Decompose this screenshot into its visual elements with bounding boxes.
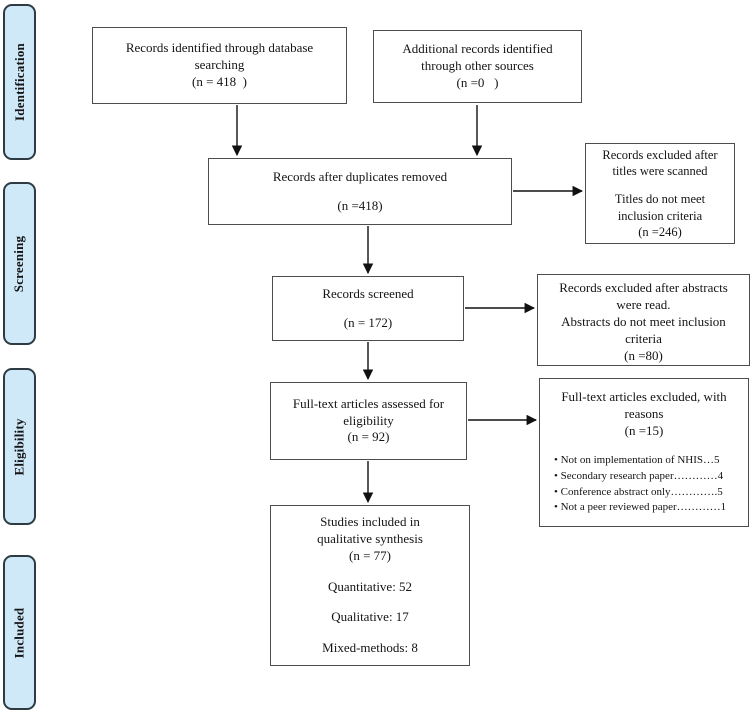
box-count: (n = 77) xyxy=(349,547,391,563)
box-line: reasons xyxy=(624,405,664,421)
box-line: Titles do not meet xyxy=(614,192,706,207)
exclusion-reasons-list: Not on implementation of NHIS…5 Secondar… xyxy=(546,453,742,517)
box-line: Additional records identified xyxy=(402,41,553,57)
box-count: (n =246) xyxy=(638,224,682,239)
exclusion-reason: Not on implementation of NHIS…5 xyxy=(554,453,742,469)
box-line: Records excluded after xyxy=(602,147,718,162)
box-line: Qualitative: 17 xyxy=(331,609,409,625)
box-line: Full-text articles assessed for xyxy=(292,395,445,411)
box-line: Abstracts do not meet inclusion xyxy=(561,313,726,329)
box-records-identified: Records identified through database sear… xyxy=(92,27,347,104)
exclusion-reason: Conference abstract only………….5 xyxy=(554,485,742,501)
box-additional-records: Additional records identified through ot… xyxy=(373,30,582,103)
box-line: Mixed-methods: 8 xyxy=(322,640,418,656)
box-count: (n =418) xyxy=(337,197,383,213)
box-count: (n =0 ) xyxy=(456,74,499,90)
box-fulltext-assessed: Full-text articles assessed for eligibil… xyxy=(270,382,467,460)
box-line: eligibility xyxy=(343,412,394,428)
box-included-studies: Studies included in qualitative synthesi… xyxy=(270,505,470,666)
box-titles-excluded: Records excluded after titles were scann… xyxy=(585,143,735,244)
box-line: Records identified through database xyxy=(125,40,314,56)
exclusion-reason: Secondary research paper…………4 xyxy=(554,469,742,485)
box-line: through other sources xyxy=(421,58,534,74)
stage-eligibility-label: Eligibility xyxy=(11,417,27,476)
box-line: Quantitative: 52 xyxy=(327,578,413,594)
stage-identification: Identification xyxy=(3,4,36,160)
stage-eligibility: Eligibility xyxy=(3,368,36,525)
box-records-screened: Records screened (n = 172) xyxy=(272,276,464,341)
box-count: (n = 92) xyxy=(347,429,390,445)
box-line: Records screened xyxy=(322,285,414,301)
box-line: qualitative synthesis xyxy=(317,530,423,546)
box-abstracts-excluded: Records excluded after abstracts were re… xyxy=(537,274,750,366)
box-line: criteria xyxy=(625,330,662,346)
box-line: Full-text articles excluded, with xyxy=(561,389,727,404)
box-line: Records after duplicates removed xyxy=(272,168,448,184)
box-duplicates-removed: Records after duplicates removed (n =418… xyxy=(208,158,512,225)
stage-included-label: Included xyxy=(11,607,27,658)
box-count: (n = 418 ) xyxy=(192,73,247,89)
stage-included: Included xyxy=(3,555,36,710)
box-line: titles were scanned xyxy=(612,164,708,179)
box-line: inclusion criteria xyxy=(617,208,703,223)
exclusion-reason: Not a peer reviewed paper…………1 xyxy=(554,500,742,516)
box-line: Records excluded after abstracts xyxy=(559,280,728,295)
stage-screening-label: Screening xyxy=(11,235,27,292)
box-count: (n =15) xyxy=(624,422,664,438)
box-count: (n =80) xyxy=(624,347,663,363)
box-count: (n = 172) xyxy=(343,314,393,330)
box-line: searching xyxy=(194,57,245,73)
box-fulltext-excluded: Full-text articles excluded, with reason… xyxy=(539,378,749,527)
box-line: were read. xyxy=(616,296,671,312)
stage-identification-label: Identification xyxy=(11,43,27,121)
stage-screening: Screening xyxy=(3,182,36,345)
box-line: Studies included in xyxy=(320,513,420,529)
